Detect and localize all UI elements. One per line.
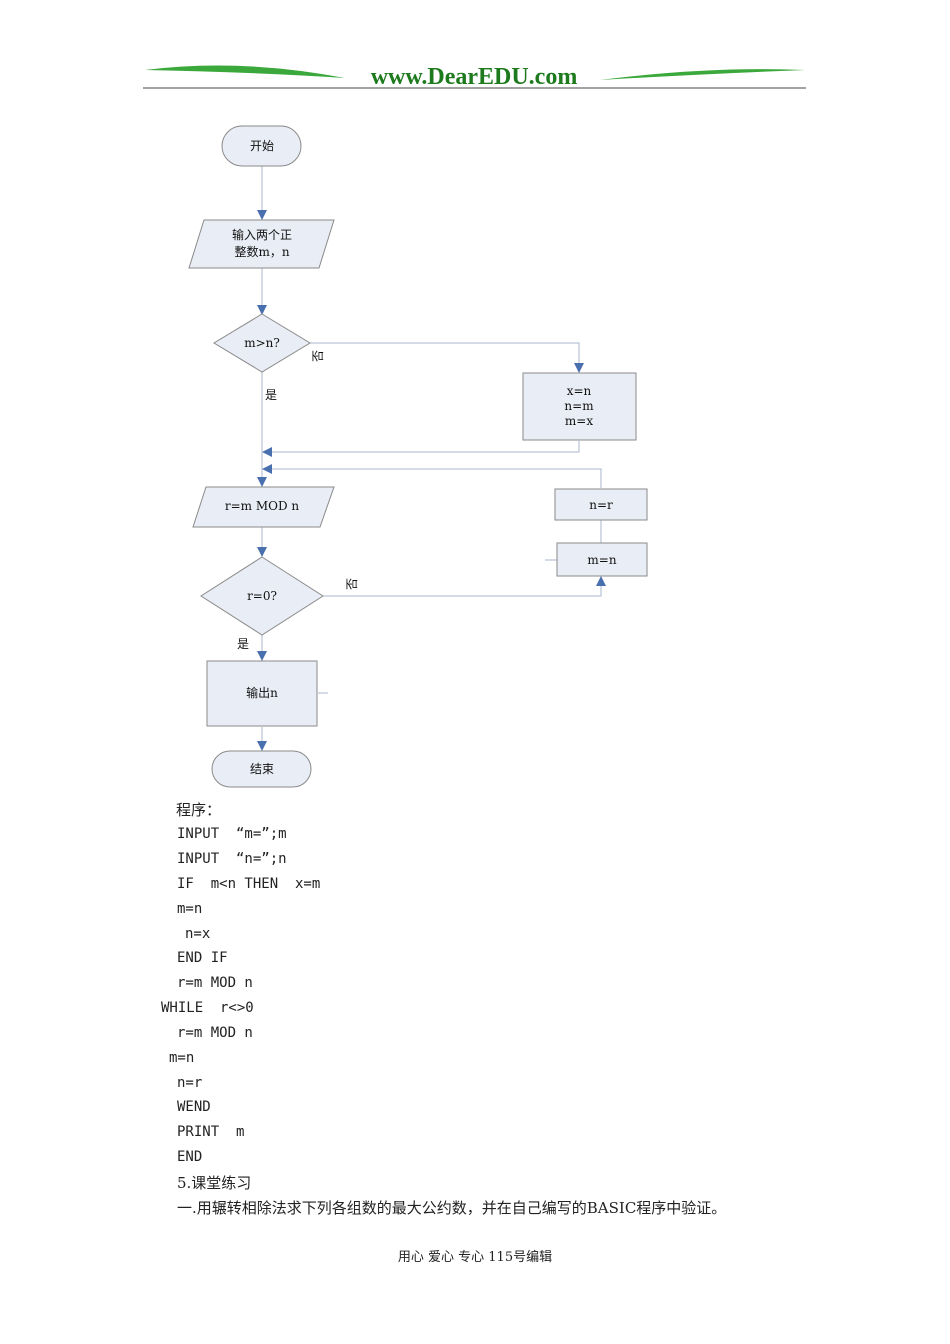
right-swoosh-decoration [600, 69, 805, 80]
decision2-yes-label: 是 [237, 637, 249, 651]
code-line: r=m MOD n [177, 1025, 253, 1041]
connector-loop-return [262, 464, 602, 488]
code-line: INPUT “m=”;m [177, 826, 287, 842]
gcd-flowchart: 开始 输入两个正 整数m，n m>n? 否 是 x=n n=m m=x r=m … [188, 125, 648, 788]
assign-m-process: m=n [556, 542, 648, 577]
svg-text:开始: 开始 [250, 139, 274, 153]
decision1-yes-label: 是 [265, 388, 277, 402]
mod-process: r=m MOD n [192, 486, 335, 528]
connector-cond1-no [310, 342, 584, 373]
start-terminal: 开始 [221, 125, 302, 167]
svg-text:n=m: n=m [564, 399, 594, 413]
svg-text:m=x: m=x [565, 414, 593, 428]
code-line: r=m MOD n [177, 975, 253, 991]
code-line: WHILE r<>0 [161, 1000, 254, 1016]
svg-text:输出n: 输出n [246, 685, 278, 700]
code-line: IF m<n THEN x=m [177, 876, 321, 892]
svg-text:n=r: n=r [589, 498, 613, 512]
exercise-title: 5.课堂练习 [177, 1174, 252, 1192]
site-logo-text: www.DearEDU.com [371, 64, 578, 90]
svg-text:整数m，n: 整数m，n [234, 244, 289, 259]
svg-text:m=n: m=n [587, 553, 616, 567]
code-line: END [177, 1149, 203, 1165]
program-heading: 程序： [176, 801, 222, 819]
connector-cond2-no [323, 576, 606, 597]
page-footer: 用心 爱心 专心 115号编辑 [397, 1250, 553, 1265]
assign-n-process: n=r [554, 488, 648, 521]
decision1-no-label: 否 [311, 350, 325, 362]
code-line: INPUT “n=”;n [177, 851, 287, 867]
code-line: n=r [177, 1075, 203, 1091]
decision-r-eq-0: r=0? [200, 556, 324, 636]
connector-swap-return [262, 441, 580, 457]
output-node: 输出n [206, 660, 318, 727]
code-line: END IF [177, 950, 228, 966]
svg-text:r=0?: r=0? [247, 589, 277, 603]
code-line: PRINT m [177, 1124, 245, 1140]
svg-text:结束: 结束 [250, 762, 274, 776]
svg-text:m>n?: m>n? [244, 336, 280, 350]
left-swoosh-decoration [145, 65, 345, 78]
code-line: n=x [185, 926, 211, 942]
input-node: 输入两个正 整数m，n [188, 219, 335, 269]
svg-text:r=m MOD n: r=m MOD n [225, 499, 300, 513]
decision-m-gt-n: m>n? [213, 313, 311, 373]
code-line: m=n [169, 1050, 195, 1066]
site-header-banner: www.DearEDU.com [143, 64, 806, 90]
decision2-no-label: 否 [345, 578, 359, 590]
code-line: WEND [177, 1099, 211, 1115]
svg-text:输入两个正: 输入两个正 [232, 227, 292, 242]
end-terminal: 结束 [211, 750, 312, 788]
swap-process: x=n n=m m=x [522, 372, 637, 441]
code-line: m=n [177, 901, 203, 917]
svg-text:x=n: x=n [567, 384, 592, 398]
exercise-item-1: 一.用辗转相除法求下列各组数的最大公约数，并在自己编写的BASIC程序中验证。 [177, 1199, 727, 1217]
